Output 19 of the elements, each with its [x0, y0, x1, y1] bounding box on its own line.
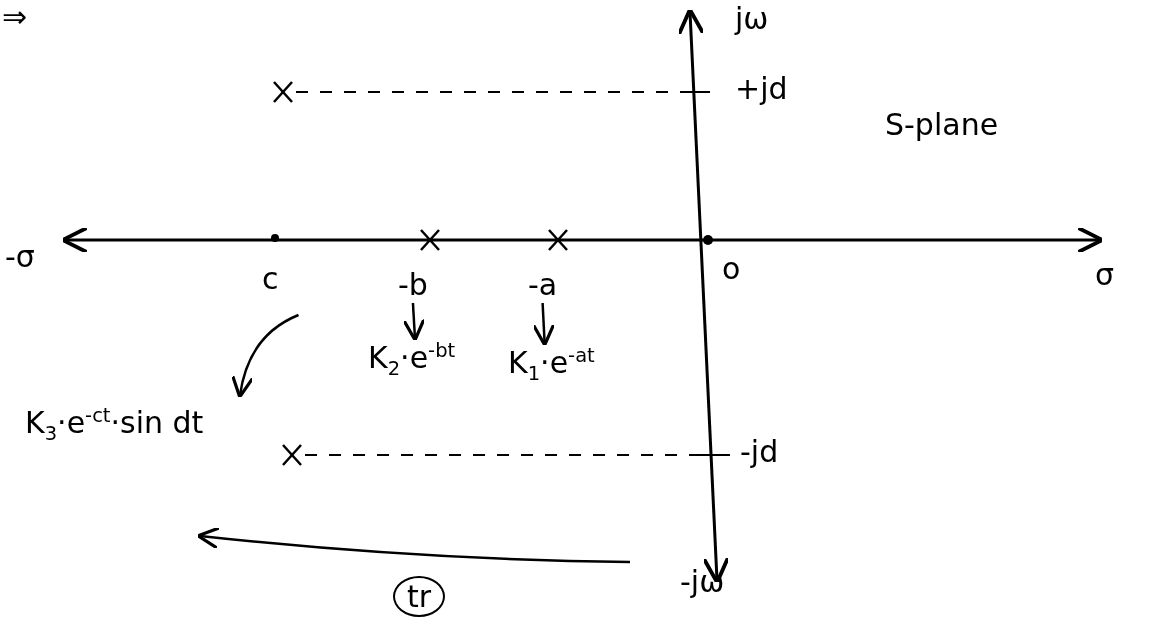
axis-label: -σ: [5, 240, 35, 273]
circled-label: tr: [393, 576, 446, 617]
arrow: [532, 302, 556, 347]
arrow: [231, 313, 299, 399]
tick-label: +jd: [735, 72, 788, 105]
axis-label: jω: [735, 2, 769, 35]
point-label: c: [262, 262, 279, 295]
pole-label: -b: [398, 268, 428, 301]
arrow: [402, 302, 426, 342]
implies-sign: ⇒: [2, 0, 28, 33]
axis-label: -jω: [680, 565, 725, 598]
axis-label: σ: [1095, 258, 1114, 291]
tick-label: -jd: [740, 435, 779, 468]
pole-label: -a: [528, 268, 558, 301]
response-term: K$_{1}$·e$^{-at}$: [508, 345, 595, 385]
response-term: K$_{2}$·e$^{-bt}$: [368, 340, 456, 380]
response-term: K$_{3}$·e$^{-ct}$·sin dt: [25, 405, 204, 445]
plane-label: S-plane: [885, 108, 999, 141]
origin-label: o: [722, 252, 741, 285]
